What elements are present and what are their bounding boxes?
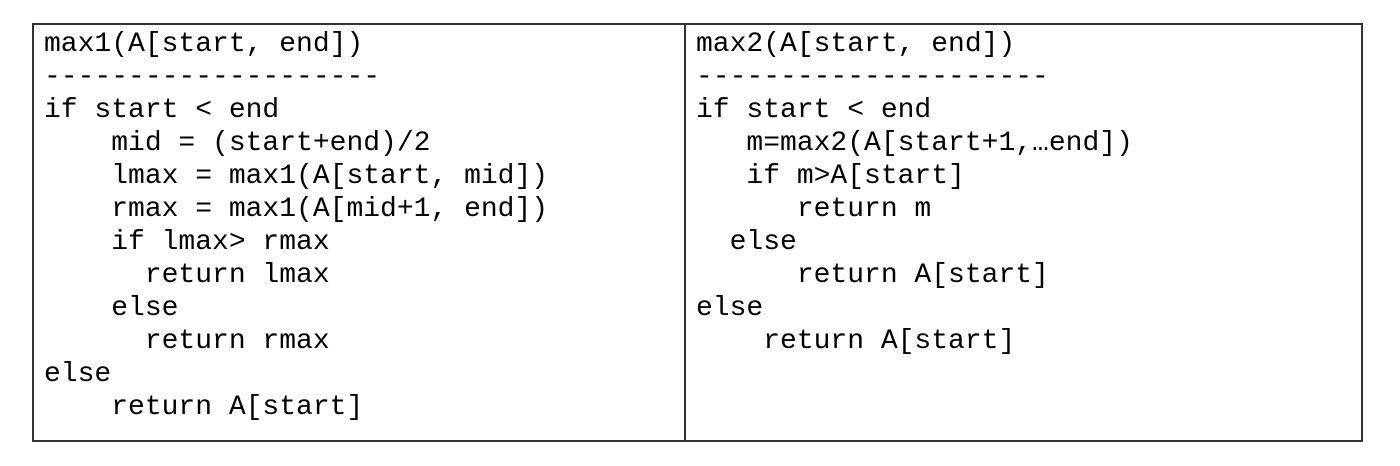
max2-pseudocode: max2(A[start, end]) --------------------… [696, 29, 1133, 357]
max2-panel: max2(A[start, end]) --------------------… [684, 25, 1361, 440]
max1-pseudocode: max1(A[start, end]) --------------------… [44, 29, 549, 423]
pseudocode-comparison-table: max1(A[start, end]) --------------------… [32, 23, 1363, 442]
max1-panel: max1(A[start, end]) --------------------… [34, 25, 684, 440]
